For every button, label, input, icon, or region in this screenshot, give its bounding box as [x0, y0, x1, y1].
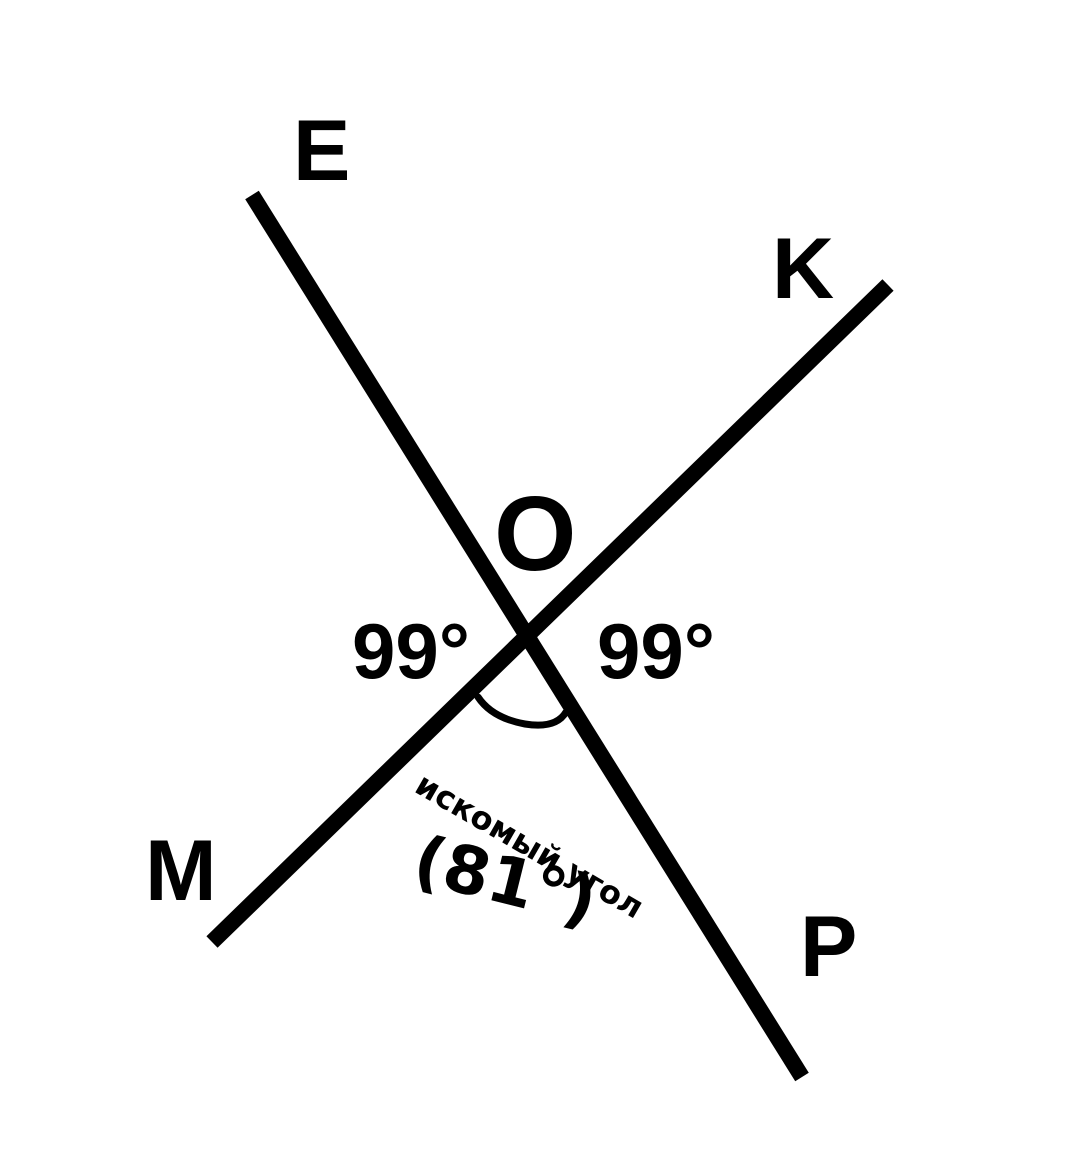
point-label-p: P	[800, 899, 857, 995]
point-label-o: O	[494, 475, 576, 593]
point-label-m: M	[145, 823, 217, 919]
angle-label-left: 99°	[352, 607, 470, 695]
point-label-e: E	[293, 103, 350, 199]
angle-label-right: 99°	[597, 607, 715, 695]
angle-arc	[474, 693, 570, 729]
line-km	[206, 279, 894, 948]
point-label-k: K	[772, 221, 834, 317]
